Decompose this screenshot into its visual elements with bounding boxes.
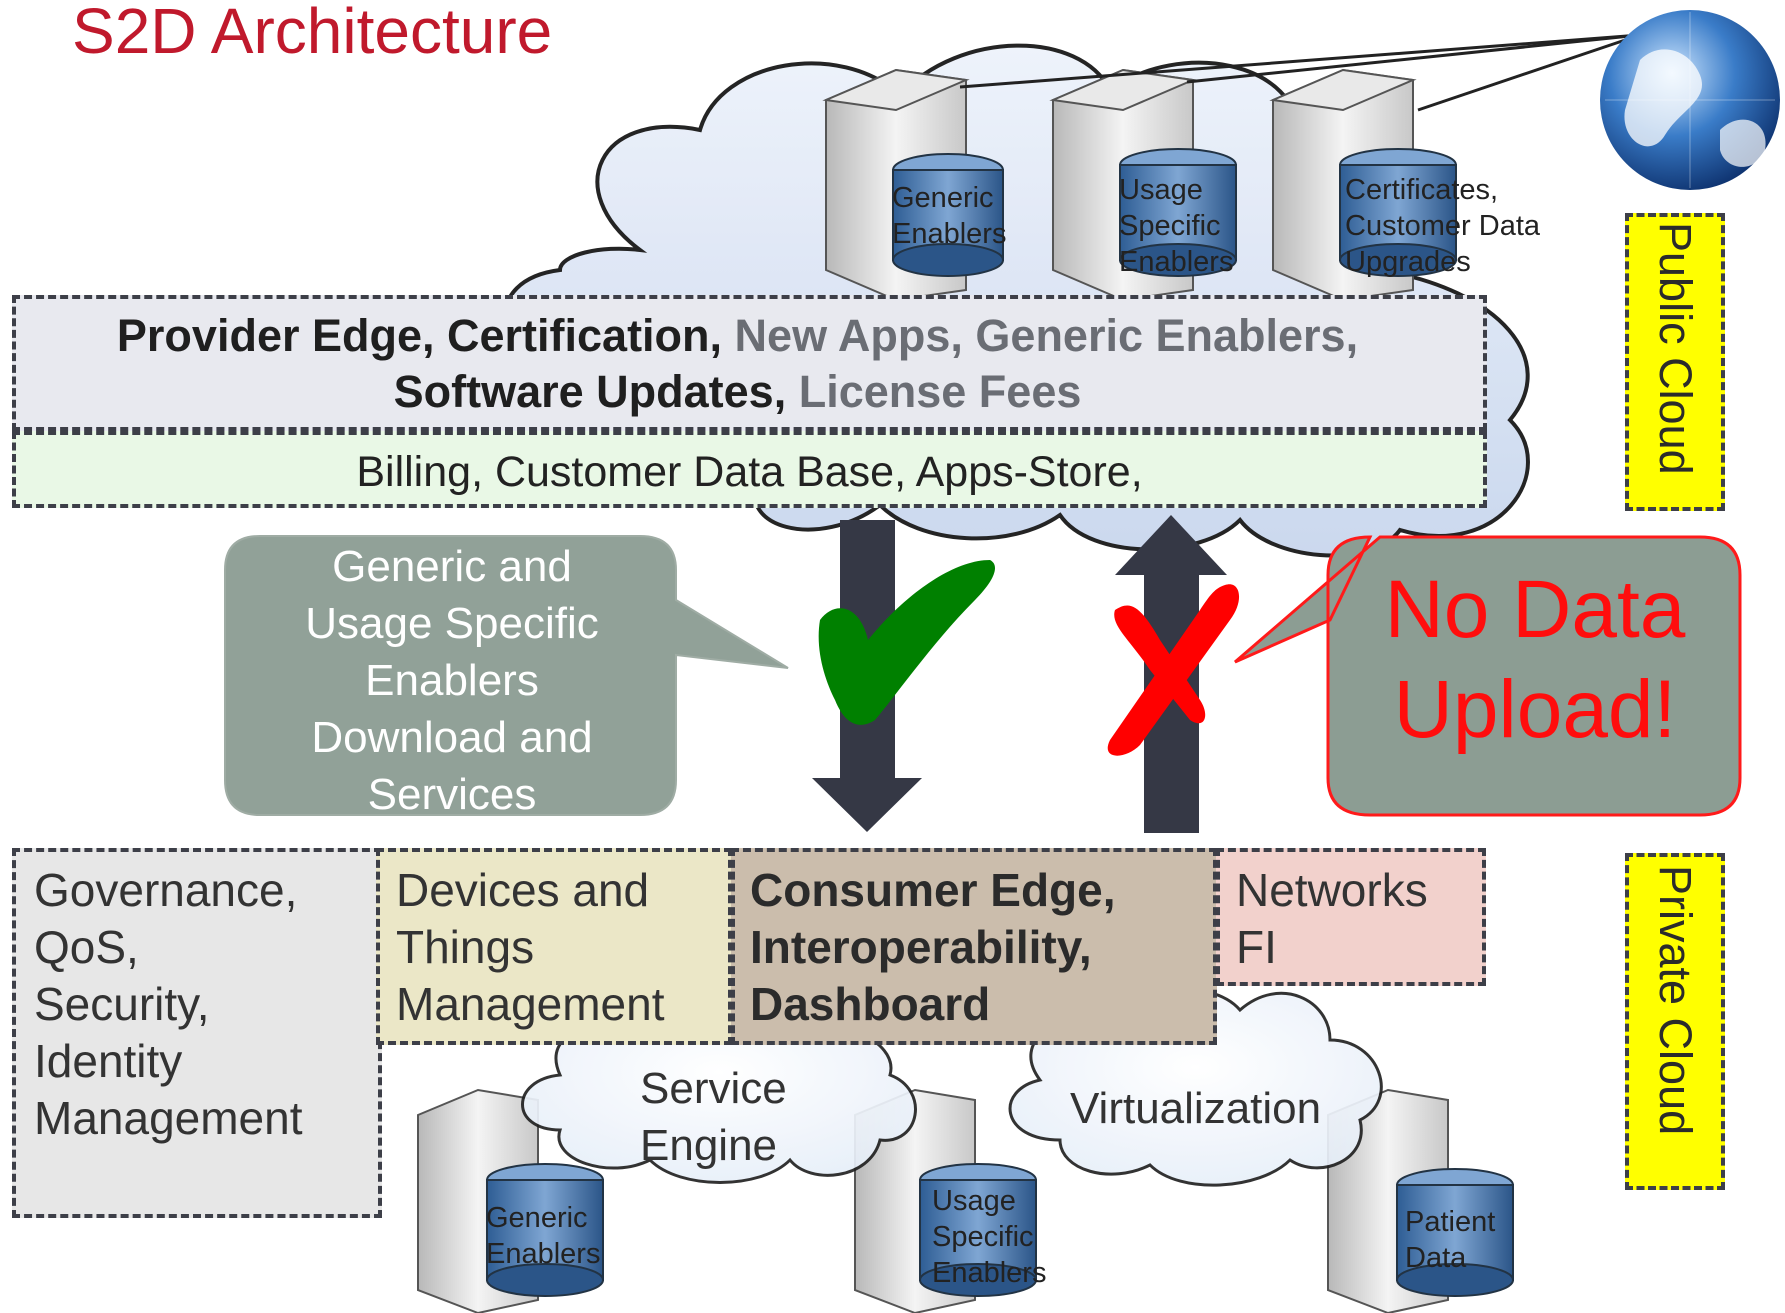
private-cloud-label: Private Cloud — [1650, 865, 1701, 1136]
download-callout-text: Generic and Usage Specific Enablers Down… — [305, 542, 599, 819]
billing-text: Billing, Customer Data Base, Apps-Store, — [356, 448, 1143, 496]
networks-text: Networks FI — [1236, 864, 1428, 973]
private-server-2-label: Usage Specific Enablers — [932, 1185, 1047, 1289]
globe-icon — [1600, 10, 1780, 190]
cross-icon — [1107, 584, 1240, 756]
private-server-1-label: Generic Enablers — [486, 1202, 601, 1270]
devices-text: Devices and Things Management — [396, 864, 665, 1030]
upload-callout-text: No Data Upload! — [1384, 564, 1686, 755]
networks-box — [1216, 848, 1486, 986]
page-title: S2D Architecture — [72, 0, 553, 67]
download-callout-bubble — [224, 535, 789, 816]
public-cloud-label: Public Cloud — [1650, 222, 1701, 475]
virtualization-label: Virtualization — [1070, 1084, 1322, 1133]
public-server-3 — [1269, 68, 1457, 302]
devices-box — [376, 848, 732, 1045]
public-cloud-label-box — [1625, 213, 1725, 511]
consumer-edge-box — [731, 848, 1217, 1045]
private-cloud-label-box — [1625, 853, 1725, 1190]
private-server-2 — [854, 1088, 1037, 1313]
upload-callout-bubble — [1234, 535, 1742, 817]
provider-edge-text: Provider Edge, Certification, New Apps, … — [116, 310, 1359, 417]
consumer-edge-text: Consumer Edge, Interoperability, Dashboa… — [750, 864, 1116, 1030]
service-engine-label: Service Engine — [640, 1064, 787, 1170]
globe-connection-lines — [959, 33, 1641, 112]
governance-box — [12, 848, 382, 1218]
billing-box — [12, 431, 1487, 508]
provider-edge-box — [12, 295, 1487, 431]
governance-text: Governance, QoS, Security, Identity Mana… — [34, 864, 303, 1144]
public-server-1 — [822, 68, 1004, 302]
public-server-2-label: Usage Specific Enablers — [1119, 174, 1234, 278]
private-server-1 — [417, 1088, 604, 1313]
public-server-2 — [1049, 68, 1237, 302]
private-server-3-label: Patient Data — [1405, 1206, 1496, 1274]
checkmark-icon — [818, 560, 995, 725]
public-server-3-label: Certificates, Customer Data Upgrades — [1345, 174, 1541, 278]
public-server-1-label: Generic Enablers — [892, 182, 1007, 250]
